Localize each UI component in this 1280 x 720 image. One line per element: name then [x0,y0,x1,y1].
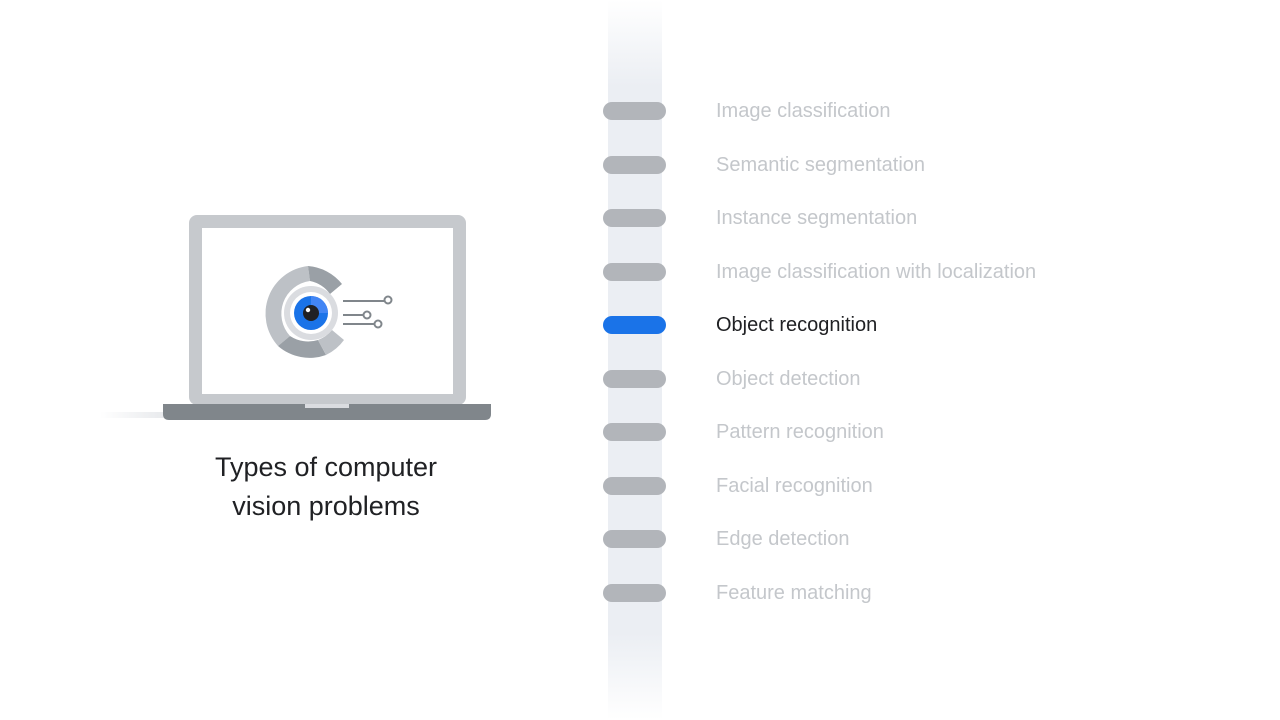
timeline-step-label: Object recognition [716,314,878,336]
timeline-marker [603,423,666,441]
timeline-marker [603,530,666,548]
timeline-marker [603,263,666,281]
slide-title-line-2: vision problems [232,491,420,521]
slide-title-line-1: Types of computer [214,452,438,482]
timeline-marker [603,102,666,120]
timeline-step: Pattern recognition [603,421,1223,443]
timeline-step: Object recognition [603,314,1223,336]
timeline-step: Feature matching [603,582,1223,604]
timeline-step: Object detection [603,368,1223,390]
timeline-step: Instance segmentation [603,207,1223,229]
timeline-step-label: Instance segmentation [716,207,918,229]
timeline-marker [603,370,666,388]
timeline-marker [603,477,666,495]
timeline-step: Image classification with localization [603,261,1223,283]
timeline-step: Facial recognition [603,475,1223,497]
timeline-marker-active [603,316,666,334]
timeline-step-label: Image classification [716,100,891,122]
timeline-step-label: Semantic segmentation [716,154,926,176]
timeline-marker [603,156,666,174]
slide-title: Types of computer vision problems [176,448,476,526]
timeline-step-label: Feature matching [716,582,872,604]
timeline-step-label: Image classification with localization [716,261,1037,283]
timeline-step: Image classification [603,100,1223,122]
laptop-eye-icon [100,215,491,420]
eye-icon [265,266,393,358]
timeline-marker [603,584,666,602]
timeline-step: Edge detection [603,528,1223,550]
timeline-step-label: Object detection [716,368,861,390]
timeline-step-label: Edge detection [716,528,850,550]
timeline-step-label: Facial recognition [716,475,873,497]
timeline-marker [603,209,666,227]
timeline-step-label: Pattern recognition [716,421,884,443]
timeline-step: Semantic segmentation [603,154,1223,176]
